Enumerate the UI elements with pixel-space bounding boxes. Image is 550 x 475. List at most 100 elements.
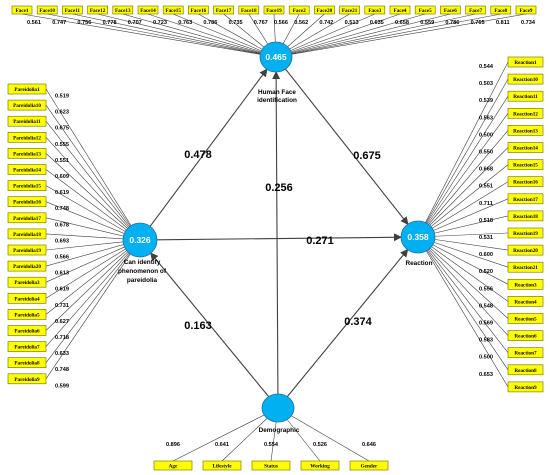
indicator-box	[7, 325, 47, 336]
indicator-reaction17: Reaction17	[507, 193, 544, 205]
loading-line	[275, 13, 375, 58]
indicator-box	[36, 5, 58, 15]
loading-line	[97, 13, 277, 58]
connection-lines	[21, 13, 527, 462]
indicator-label: Face18	[241, 8, 257, 14]
indicator-box	[7, 276, 47, 288]
indicator-box	[288, 5, 310, 15]
indicator-box	[507, 313, 544, 324]
indicator-label: Pareidolia16	[13, 200, 41, 206]
indicator-pareidolia9: Pareidolia9	[7, 373, 47, 385]
loading-value: 0.563	[479, 115, 493, 121]
loading-line	[147, 13, 277, 58]
indicator-box	[507, 56, 544, 68]
loading-value: 0.550	[479, 150, 493, 156]
indicator-box	[162, 5, 184, 15]
indicator-pareidolia4: Pareidolia4	[7, 292, 47, 304]
loading-value: 0.734	[521, 20, 536, 26]
indicator-box	[87, 5, 108, 15]
indicator-box	[7, 357, 47, 369]
indicator-reaction20: Reaction20	[507, 244, 544, 256]
construct-label: Demographic	[259, 427, 300, 434]
construct-ellipse	[261, 393, 295, 423]
loading-value: 0.767	[254, 20, 268, 26]
indicator-face14: Face14	[137, 5, 159, 15]
indicator-box	[11, 5, 33, 15]
indicator-label: Reaction4	[514, 299, 537, 305]
loading-line	[417, 236, 509, 319]
loading-value: 0.513	[345, 20, 359, 26]
path-coefficient-can-to-face: 0.478	[184, 149, 212, 161]
indicator-label: Pareidolia14	[13, 168, 41, 174]
loading-value: 0.583	[479, 338, 493, 344]
indicator-label: Face10	[39, 8, 55, 14]
loading-line	[21, 13, 277, 58]
loading-value: 0.627	[55, 319, 69, 325]
indicator-reaction3: Reaction3	[507, 278, 544, 290]
loading-line	[417, 147, 509, 238]
indicator-label: Reaction21	[513, 265, 538, 271]
indicator-box	[7, 244, 47, 256]
indicator-label: Reaction6	[514, 334, 537, 340]
loading-line	[45, 88, 141, 241]
indicator-label: Pareidolia20	[13, 264, 41, 270]
loading-line	[45, 153, 141, 241]
indicator-box	[263, 5, 285, 15]
indicator-box	[490, 5, 512, 15]
indicator-label: Face17	[216, 8, 232, 14]
indicator-label: Reaction19	[513, 231, 538, 237]
loading-value: 0.551	[55, 158, 69, 164]
loading-value: 0.609	[55, 174, 69, 180]
indicator-box	[507, 381, 544, 393]
indicator-pareidolia11: Pareidolia11	[7, 115, 47, 127]
indicator-face9: Face9	[515, 5, 537, 15]
loading-value: 0.693	[55, 238, 69, 244]
loading-value: 0.555	[55, 142, 69, 148]
loading-line	[275, 13, 401, 58]
loading-line	[417, 78, 509, 238]
loading-line	[417, 164, 509, 238]
loading-value: 0.500	[479, 355, 493, 361]
loading-value: 0.619	[55, 287, 69, 293]
construct-ellipse	[122, 222, 158, 258]
loading-value: 0.566	[55, 255, 69, 261]
loading-value: 0.559	[420, 20, 434, 26]
indicator-box	[507, 261, 544, 273]
indicator-box	[507, 176, 544, 187]
indicator-label: Reaction3	[514, 282, 537, 288]
indicator-reaction21: Reaction21	[507, 261, 544, 273]
indicator-box	[137, 5, 159, 15]
path-coefficient-can-to-reaction: 0.271	[306, 235, 334, 247]
indicator-pareidolia3: Pareidolia3	[7, 276, 47, 288]
loading-value: 0.520	[479, 269, 493, 275]
indicator-label: Reaction17	[513, 197, 538, 203]
indicator-status: Status	[251, 460, 291, 471]
loading-value: 0.562	[294, 20, 308, 26]
indicator-pareidolia16: Pareidolia16	[7, 196, 47, 207]
loading-value: 0.748	[55, 206, 69, 212]
indicator-label: Face21	[342, 8, 358, 14]
loading-line	[173, 13, 277, 58]
indicator-box	[7, 260, 47, 272]
loading-line	[275, 13, 501, 58]
loading-line	[45, 104, 141, 241]
loading-value: 0.548	[479, 303, 493, 309]
loading-value: 0.569	[479, 321, 493, 327]
loading-line	[417, 113, 509, 238]
indicator-box	[188, 5, 209, 15]
loading-line	[45, 239, 141, 315]
construct-label: identification	[257, 97, 297, 104]
loading-line	[122, 13, 277, 58]
indicator-label: Reaction12	[513, 111, 538, 117]
indicator-box	[414, 5, 436, 15]
indicator-pareidolia20: Pareidolia20	[7, 260, 47, 272]
indicator-box	[389, 5, 411, 15]
loading-value: 0.763	[178, 20, 192, 26]
indicator-box	[507, 347, 544, 359]
indicator-label: Reaction20	[513, 248, 538, 254]
r-squared-value: 0.465	[265, 52, 287, 62]
indicator-working: Working	[300, 460, 340, 471]
